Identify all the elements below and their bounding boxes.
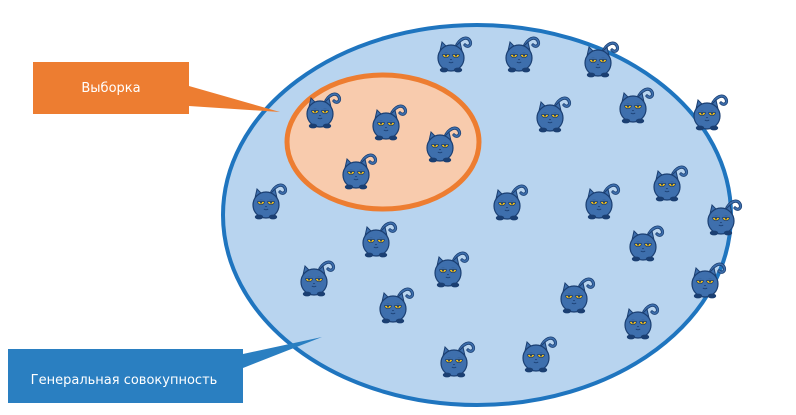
sample-label: Выборка (81, 81, 140, 96)
sample-callout-shape (33, 62, 280, 114)
population-callout: Генеральная совокупность (8, 337, 322, 403)
sample-ellipse (284, 72, 482, 212)
cat-icon (653, 165, 689, 202)
cat-icon (426, 126, 462, 163)
sample-callout: Выборка (33, 62, 280, 114)
sample-set (284, 72, 482, 212)
cat-icon (342, 153, 378, 190)
cat-icon (493, 184, 529, 221)
cat-icon (584, 41, 620, 78)
cat-icon (440, 341, 476, 378)
population-label: Генеральная совокупность (31, 373, 218, 388)
cat-icon (362, 221, 398, 258)
cat-icon (306, 92, 342, 129)
cat-icon (560, 277, 596, 314)
cat-icon (434, 251, 470, 288)
cat-icon (629, 225, 665, 262)
cat-icon (379, 287, 415, 324)
population-callout-shape (8, 337, 322, 403)
cats-layer (252, 36, 743, 378)
cat-icon (505, 36, 541, 73)
cat-icon (300, 260, 336, 297)
cat-icon (619, 87, 655, 124)
cat-icon (437, 36, 473, 73)
cat-icon (372, 104, 408, 141)
cat-icon (522, 336, 558, 373)
cat-icon (693, 94, 729, 131)
cat-icon (536, 96, 572, 133)
cat-icon (707, 199, 743, 236)
population-ellipse (221, 23, 733, 407)
cat-icon (252, 183, 288, 220)
cat-icon (624, 303, 660, 340)
population-set (221, 23, 733, 407)
cat-icon (691, 262, 727, 299)
cat-icon (585, 183, 621, 220)
